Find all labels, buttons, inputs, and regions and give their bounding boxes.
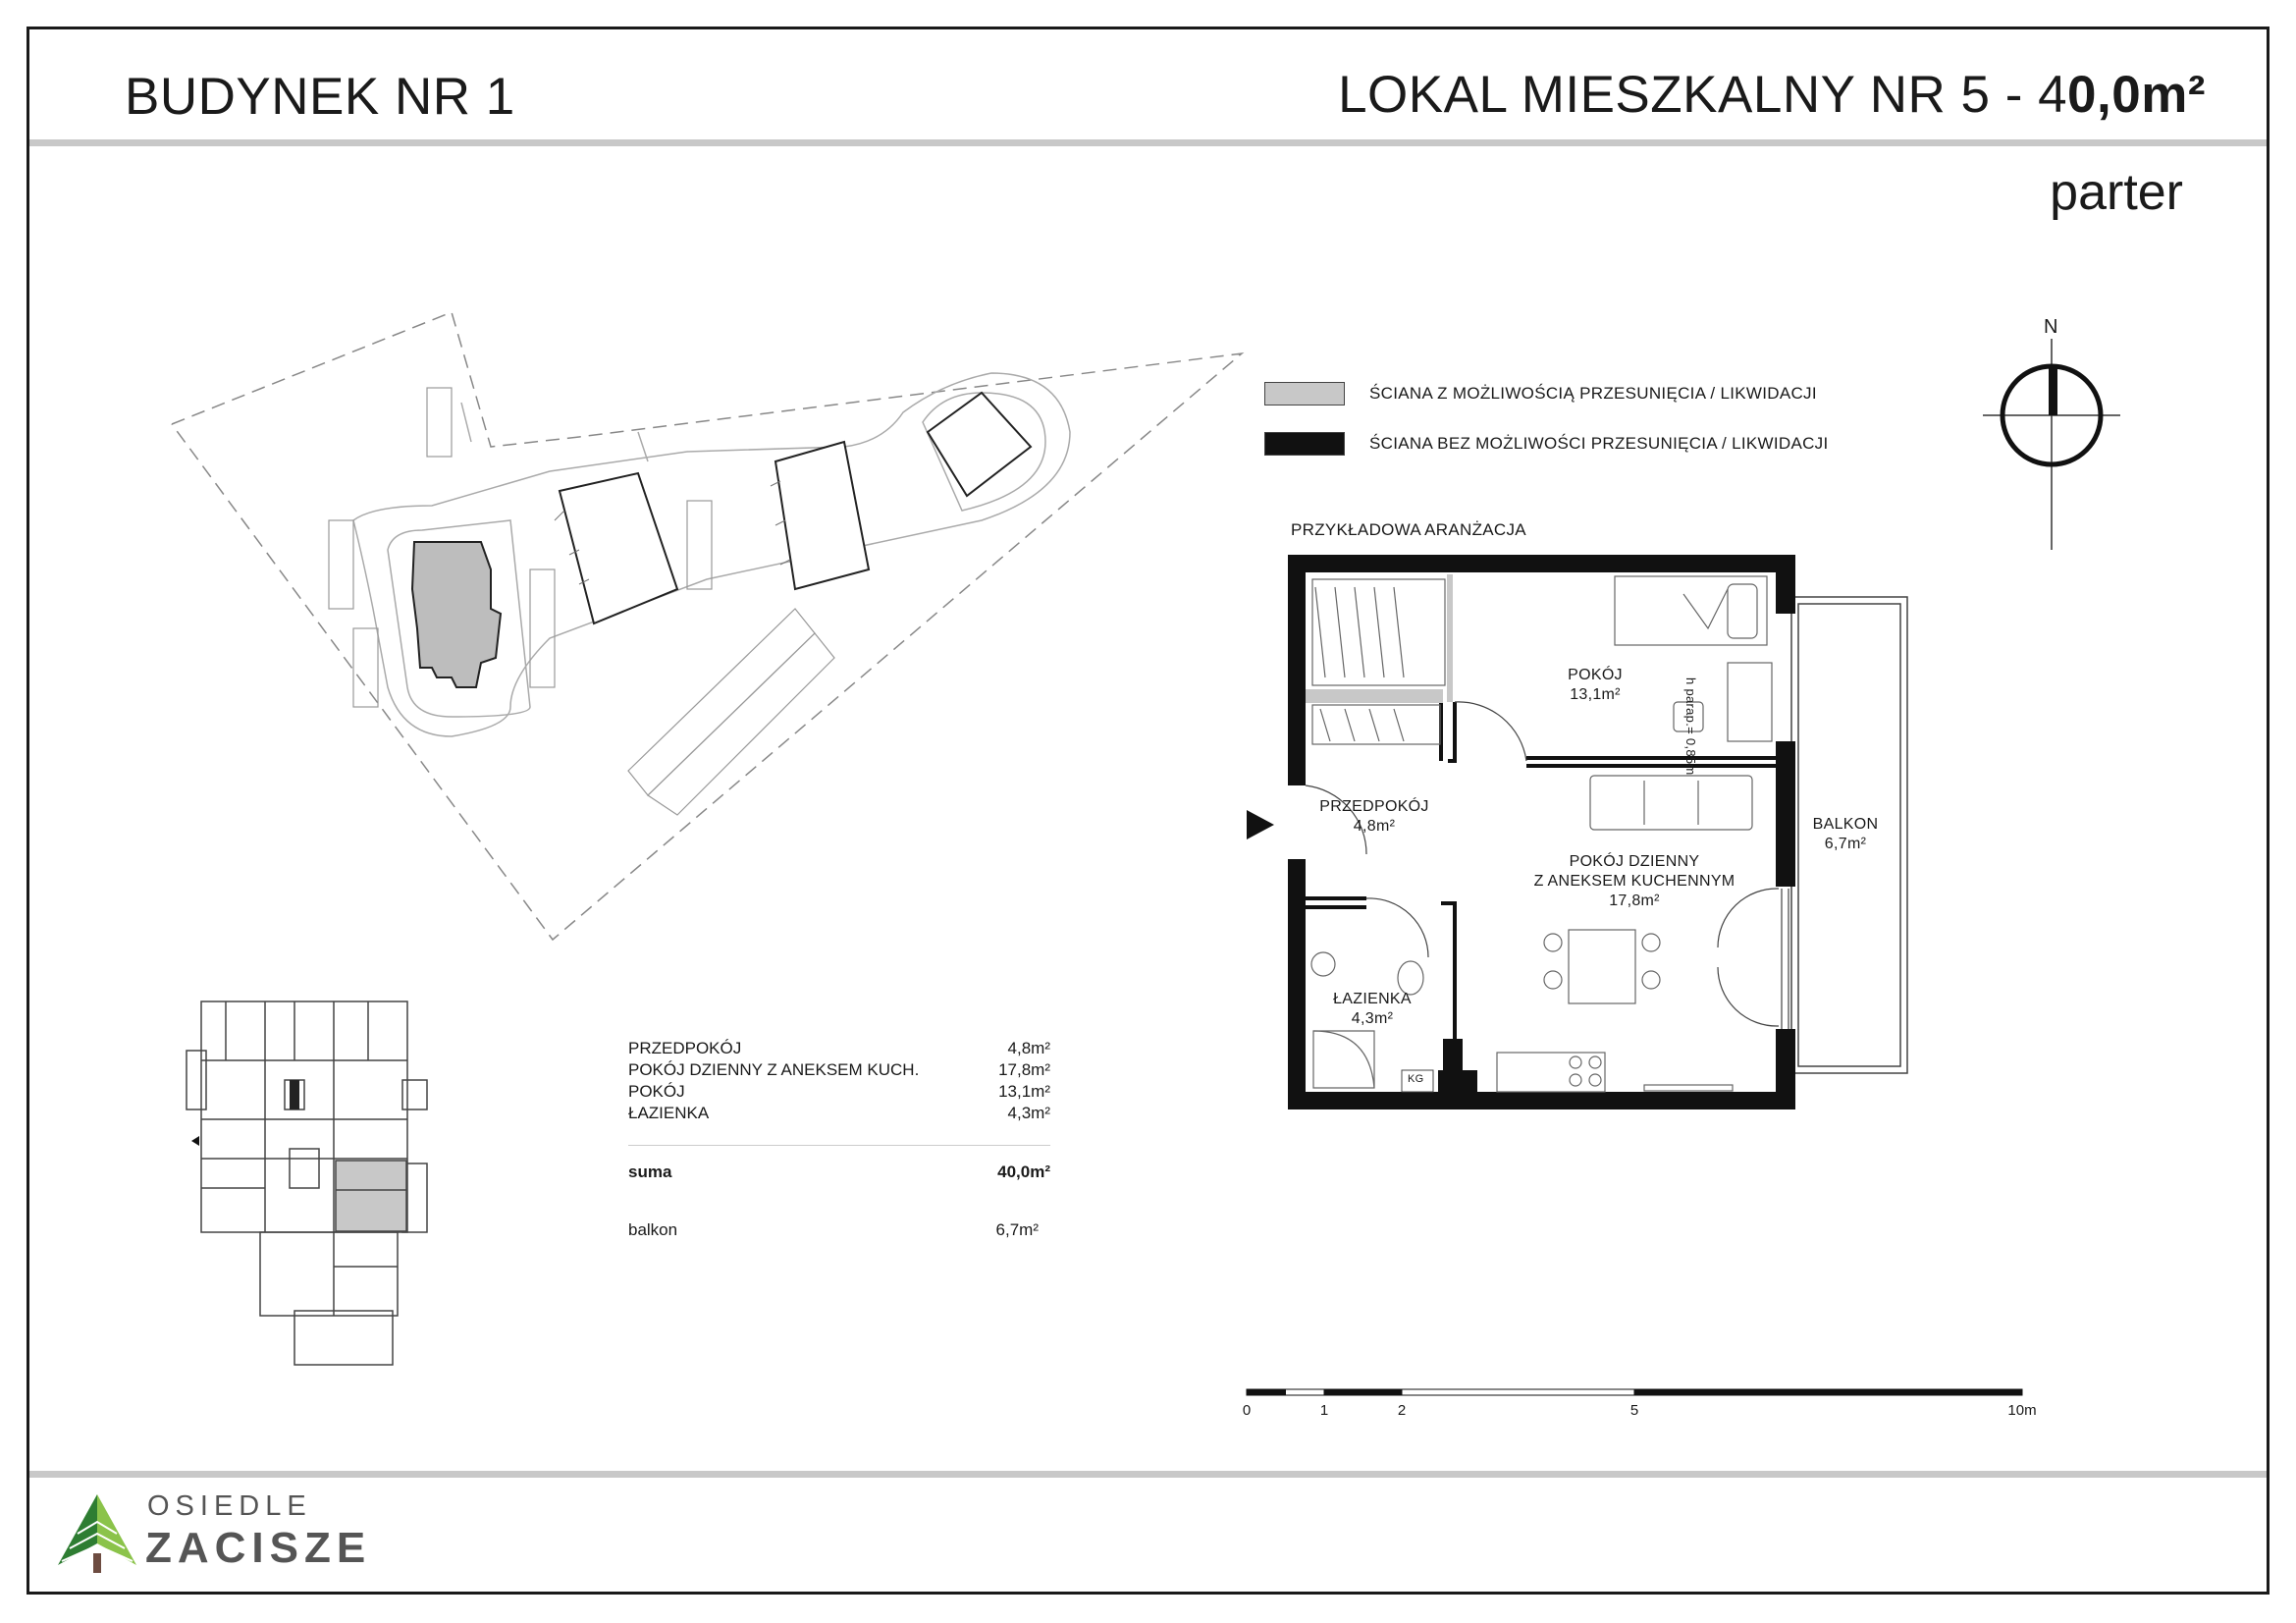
legend-fixed-text: ŚCIANA BEZ MOŻLIWOŚCI PRZESUNIĘCIA / LIK… xyxy=(1369,434,1829,453)
room-name-line2: Z ANEKSEM KUCHENNYM xyxy=(1533,873,1735,890)
row-name: POKÓJ xyxy=(628,1082,685,1101)
room-area: 13,1m² xyxy=(1570,686,1621,703)
site-plan xyxy=(171,310,1245,942)
balcony-value: 6,7m² xyxy=(995,1220,1039,1239)
row-value: 13,1m² xyxy=(998,1082,1050,1101)
scale-tick-label: 1 xyxy=(1319,1402,1329,1419)
room-name: POKÓJ xyxy=(1568,667,1623,683)
room-label: PRZEDPOKÓJ 4,8m² xyxy=(1306,797,1443,837)
room-label: ŁAZIENKA 4,3m² xyxy=(1323,990,1421,1029)
tree-logo-icon xyxy=(58,1494,136,1573)
room-label: POKÓJ 13,1m² xyxy=(1546,666,1644,705)
sum-value: 40,0m² xyxy=(997,1163,1050,1181)
row-name: PRZEDPOKÓJ xyxy=(628,1039,742,1057)
legend-fixed-swatch xyxy=(1264,432,1345,456)
row-name: POKÓJ DZIENNY Z ANEKSEM KUCH. xyxy=(628,1060,920,1079)
room-label: BALKON 6,7m² xyxy=(1796,815,1895,854)
unit-title: LOKAL MIESZKALNY NR 5 - 40,0m² xyxy=(1338,65,2206,125)
room-name: BALKON xyxy=(1812,816,1879,833)
scale-segment xyxy=(1633,1388,2023,1396)
room-name: PRZEDPOKÓJ xyxy=(1319,798,1429,815)
unit-title-area: 0,0m² xyxy=(2067,66,2206,124)
plan-caption: PRZYKŁADOWA ARANŻACJA xyxy=(1291,520,1526,539)
room-label: POKÓJ DZIENNY Z ANEKSEM KUCHENNYM 17,8m² xyxy=(1517,852,1752,911)
building-title: BUDYNEK NR 1 xyxy=(125,68,515,126)
room-name: ŁAZIENKA xyxy=(1333,991,1412,1007)
entrance-arrow-icon xyxy=(1247,810,1274,839)
row-name: ŁAZIENKA xyxy=(628,1104,710,1122)
header-divider xyxy=(29,139,2267,146)
room-area: 6,7m² xyxy=(1824,836,1867,852)
room-area: 4,8m² xyxy=(1353,818,1396,835)
scale-tick-label: 0 xyxy=(1242,1402,1252,1419)
page-frame xyxy=(27,27,2269,1595)
scale-tick-label: 5 xyxy=(1629,1402,1639,1419)
room-area: 4,3m² xyxy=(1351,1010,1394,1027)
logo-text-line1: OSIEDLE xyxy=(147,1490,312,1522)
legend-movable-swatch xyxy=(1264,382,1345,406)
scale-tick-label: 10m xyxy=(2007,1402,2037,1419)
scale-segment xyxy=(1285,1388,1325,1396)
floor-label: parter xyxy=(2050,164,2183,221)
scale-segment xyxy=(1246,1388,1286,1396)
unit-title-prefix: LOKAL MIESZKALNY NR 5 - 4 xyxy=(1338,66,2068,124)
sill-height-note: h parap.= 0,85m xyxy=(1683,677,1698,776)
table-divider xyxy=(628,1145,1050,1146)
table-balcony-row: balkon 6,7m² xyxy=(628,1220,1050,1242)
floor-plan xyxy=(1247,555,1908,1109)
table-row: POKÓJ 13,1m² xyxy=(628,1082,1050,1104)
scale-tick-label: 2 xyxy=(1397,1402,1407,1419)
table-sum-row: suma 40,0m² xyxy=(628,1163,1050,1184)
table-row: PRZEDPOKÓJ 4,8m² xyxy=(628,1039,1050,1060)
logo-text-line2: ZACISZE xyxy=(145,1524,372,1572)
compass-icon xyxy=(1983,339,2120,550)
kg-label: KG xyxy=(1408,1073,1424,1085)
room-area: 17,8m² xyxy=(1609,893,1660,909)
key-plan xyxy=(186,1001,428,1366)
scale-segment xyxy=(1401,1388,1635,1396)
table-row: ŁAZIENKA 4,3m² xyxy=(628,1104,1050,1125)
scale-segment xyxy=(1323,1388,1403,1396)
scale-bar xyxy=(1246,1388,2023,1396)
legend-movable-text: ŚCIANA Z MOŻLIWOŚCIĄ PRZESUNIĘCIA / LIKW… xyxy=(1369,384,1817,403)
table-row: POKÓJ DZIENNY Z ANEKSEM KUCH. 17,8m² xyxy=(628,1060,1050,1082)
row-value: 4,8m² xyxy=(1007,1039,1050,1057)
row-value: 17,8m² xyxy=(998,1060,1050,1079)
compass-north-label: N xyxy=(2044,316,2058,338)
room-name: POKÓJ DZIENNY xyxy=(1569,853,1700,870)
row-value: 4,3m² xyxy=(1007,1104,1050,1122)
footer-divider xyxy=(29,1471,2267,1478)
sum-label: suma xyxy=(628,1163,672,1181)
balcony-label: balkon xyxy=(628,1220,678,1239)
